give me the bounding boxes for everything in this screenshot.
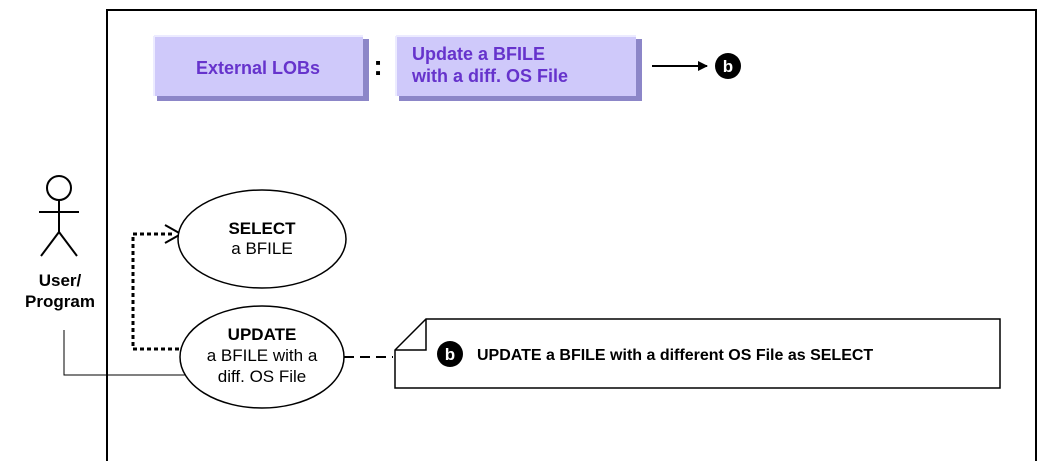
header-separator: :	[373, 50, 382, 81]
select-use-case-title: SELECT	[228, 219, 296, 238]
update-use-case-title: UPDATE	[228, 325, 297, 344]
note-text: UPDATE a BFILE with a different OS File …	[477, 347, 873, 364]
actor-label-line-2: Program	[25, 292, 95, 311]
note-marker-circle	[437, 341, 463, 367]
update-use-case-line-2: a BFILE with a	[207, 346, 318, 365]
actor-icon	[39, 175, 79, 257]
update-use-case-line-3: diff. OS File	[218, 367, 307, 386]
title-line-1: Update a BFILE	[412, 44, 545, 64]
category-box: External LOBs	[153, 35, 369, 101]
actor-association-line	[63, 330, 188, 376]
diagram-frame	[106, 9, 1037, 461]
select-use-case-text: a BFILE	[231, 239, 292, 258]
category-label: External LOBs	[196, 58, 320, 78]
note-box	[394, 318, 1001, 389]
dependency-line	[131, 232, 186, 351]
header-marker-circle	[715, 53, 741, 79]
header-marker-letter: b	[723, 57, 733, 76]
title-box: Update a BFILE with a diff. OS File	[395, 35, 642, 101]
note-marker-letter: b	[445, 345, 455, 364]
title-line-2: with a diff. OS File	[411, 66, 568, 86]
actor-label-line-1: User/	[39, 271, 82, 290]
select-use-case	[177, 189, 347, 289]
